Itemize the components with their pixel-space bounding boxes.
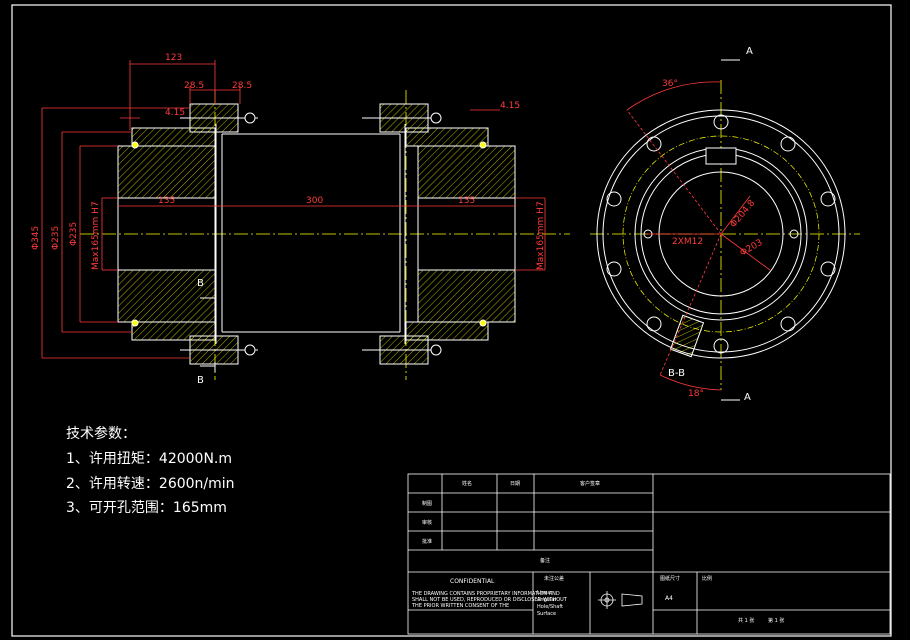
- tb-tol-1: Linear: [537, 590, 553, 596]
- dim-4-15-left: 4.15: [165, 108, 185, 118]
- tb-sheet-num: 第 1 张: [768, 617, 784, 624]
- dim-dia-235-b: Φ235: [69, 222, 79, 246]
- label-section-a-top: A: [746, 46, 753, 57]
- dim-135-left: 135: [158, 196, 175, 206]
- tb-row-approve: 批准: [422, 538, 432, 545]
- dim-dia-203: Φ203: [739, 238, 765, 259]
- dim-max-bore-right: Max165mm H7: [536, 201, 546, 270]
- projection-symbol-icon: [598, 591, 643, 609]
- title-block: [407, 473, 891, 635]
- dim-max-bore-left: Max165mm H7: [91, 201, 101, 270]
- dim-dia-345: Φ345: [31, 226, 41, 250]
- dim-angle-36: 36°: [662, 79, 678, 89]
- dim-28-5-right: 28.5: [232, 81, 252, 91]
- tb-tol-2: Angular: [537, 597, 557, 603]
- tb-sheet-total: 共 1 张: [738, 617, 754, 624]
- dim-300: 300: [306, 196, 323, 206]
- tb-size-label: 图纸尺寸: [660, 575, 680, 582]
- dim-dia-235-a: Φ235: [51, 226, 61, 250]
- tb-col-date: 日期: [510, 481, 520, 487]
- dim-4-15-right: 4.15: [500, 101, 520, 111]
- drawing-frame: [11, 4, 892, 637]
- dim-135-right: 135: [458, 196, 475, 206]
- tb-conf-text-1: THE DRAWING CONTAINS PROPRIETARY INFORMA…: [411, 591, 560, 597]
- section-dimensions: [41, 60, 546, 359]
- tb-row-draw: 制图: [422, 500, 432, 507]
- tb-size-value: A4: [665, 595, 673, 602]
- notes-line-2: 2、许用转速：2600n/min: [66, 476, 235, 492]
- tb-conf-text-2: SHALL NOT BE USED, REPRODUCED OR DISCLOS…: [412, 597, 568, 603]
- tb-conf-text-3: THE PRIOR WRITTEN CONSENT OF THE: [411, 603, 509, 609]
- tb-col-name: 姓名: [462, 480, 472, 487]
- section-b-marker: [200, 290, 216, 372]
- coupling-section-view[interactable]: [117, 103, 516, 365]
- label-section-b-bottom: B: [197, 375, 204, 386]
- label-section-a-bottom: A: [744, 392, 751, 403]
- notes-heading: 技术参数：: [66, 425, 136, 442]
- end-view-dimensions: [626, 81, 771, 391]
- dim-28-5-left: 28.5: [184, 81, 204, 91]
- technical-notes: 技术参数： 1、许用扭矩：42000N.m 2、许用转速：2600n/min 3…: [66, 425, 235, 516]
- tb-scale-label: 比例: [702, 575, 712, 582]
- dim-dia-204-8: Φ204.8: [729, 198, 758, 230]
- tb-col-customer: 客户签章: [580, 480, 600, 487]
- notes-line-3: 3、可开孔范围：165mm: [66, 499, 227, 516]
- dim-angle-18: 18°: [688, 389, 704, 399]
- tb-confidential: CONFIDENTIAL: [450, 578, 495, 585]
- notes-line-1: 1、许用扭矩：42000N.m: [66, 451, 232, 467]
- tb-row-check: 审核: [422, 519, 432, 526]
- label-section-b-top: B: [197, 278, 204, 289]
- section-a-marker: [721, 59, 740, 401]
- tb-tolerance: 未注公差: [544, 575, 564, 582]
- dim-thread-2xm12: 2XM12: [672, 237, 703, 247]
- label-section-bb: B-B: [668, 368, 685, 379]
- tb-tol-3: Hole/Shaft: [537, 604, 563, 610]
- dim-123: 123: [165, 53, 182, 63]
- tb-tol-4: Surface: [537, 611, 556, 617]
- tb-remark: 备注: [540, 557, 550, 564]
